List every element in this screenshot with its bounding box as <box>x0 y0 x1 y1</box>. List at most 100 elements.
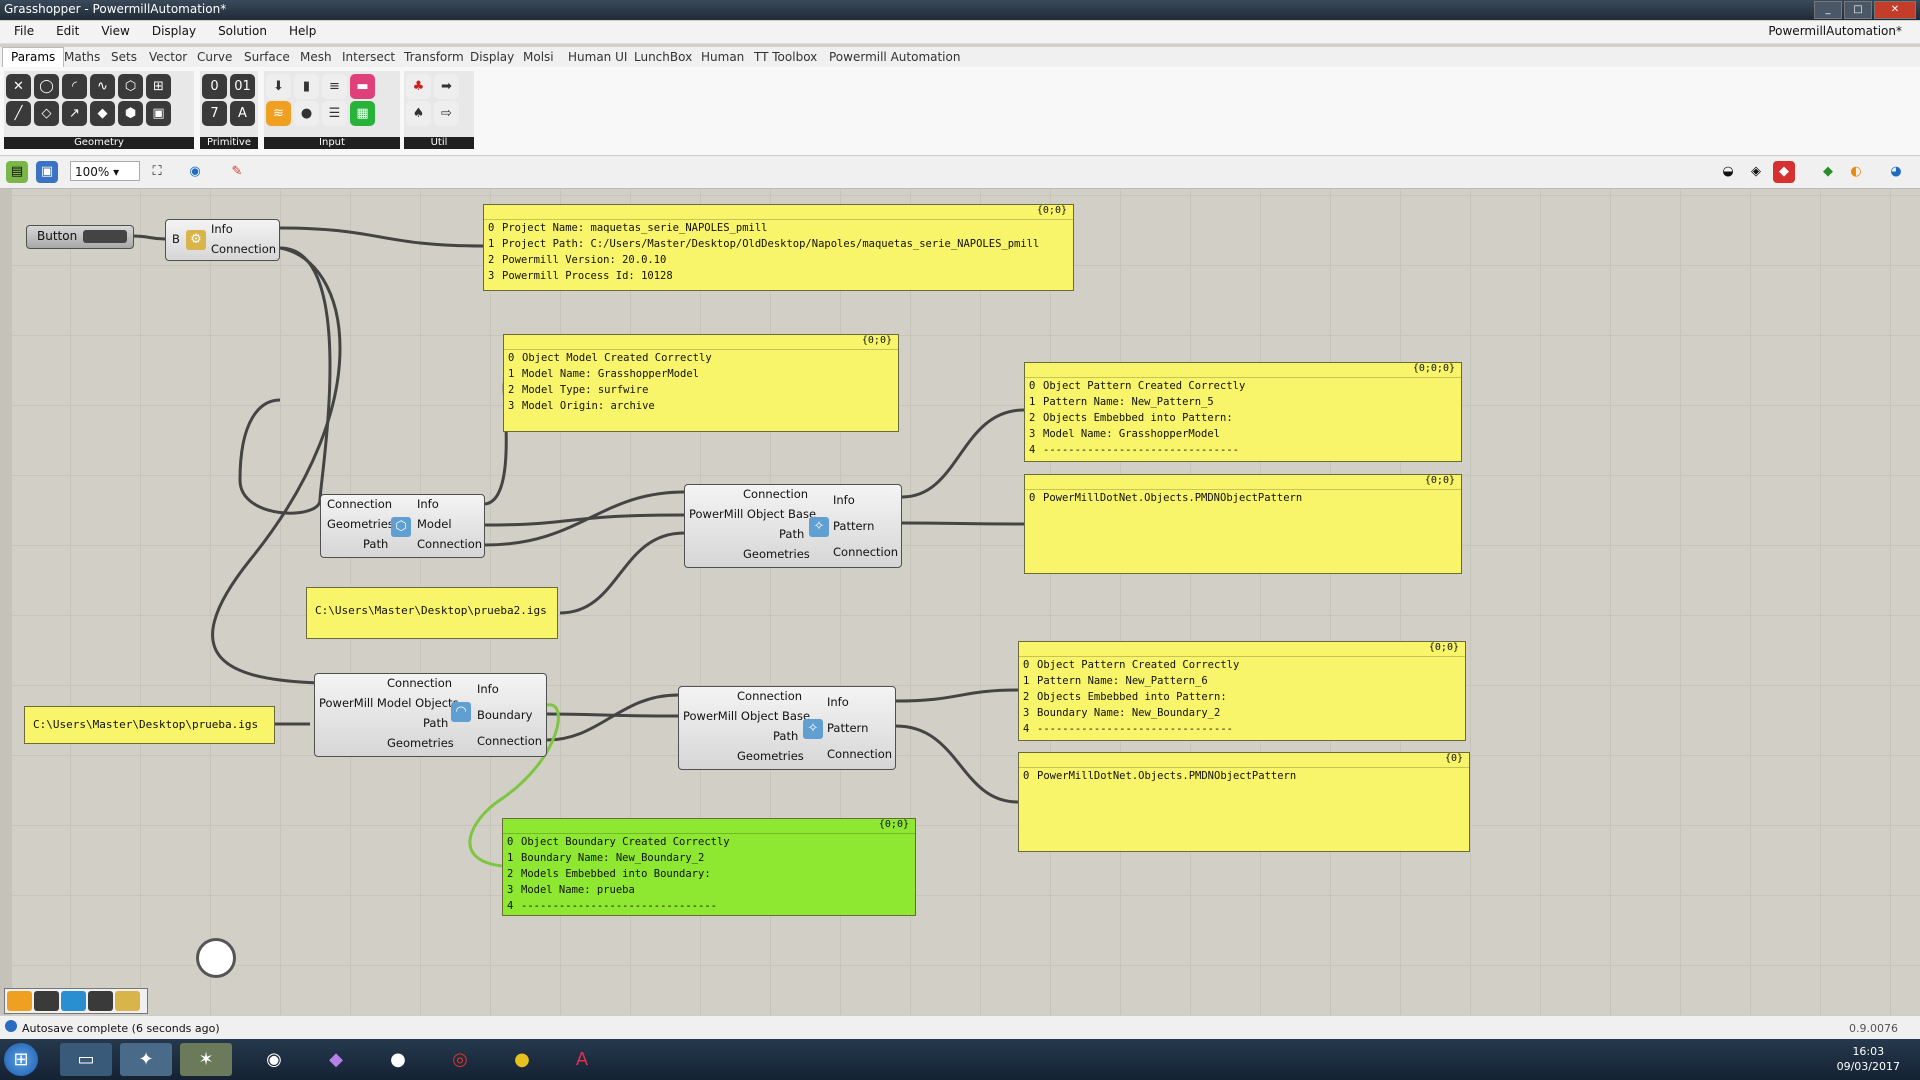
hs-icon[interactable]: ● <box>514 1049 530 1070</box>
material-icon[interactable]: ◐ <box>1850 164 1862 179</box>
preview-mode-icon[interactable]: ◒ <box>1722 164 1734 179</box>
graph-icon[interactable] <box>7 991 32 1011</box>
powermill-icon[interactable]: ◉ <box>266 1049 282 1070</box>
import-icon[interactable]: ⬇ <box>266 74 291 99</box>
output-info[interactable]: Info <box>833 493 855 507</box>
document-name[interactable]: PowermillAutomation* <box>1768 24 1902 38</box>
system-clock[interactable]: 16:03 09/03/2017 <box>1837 1044 1900 1074</box>
tab-transform[interactable]: Transform <box>404 50 464 64</box>
input-geometries[interactable]: Geometries <box>327 517 394 531</box>
brep-param-icon[interactable]: ⬢ <box>118 101 143 126</box>
output-connection[interactable]: Connection <box>211 242 277 256</box>
wireframe-icon[interactable]: ◈ <box>1751 164 1761 179</box>
tab-maths[interactable]: Maths <box>64 50 101 64</box>
mesh-param-icon[interactable]: ⊞ <box>146 74 171 99</box>
visual-studio-icon[interactable]: ◆ <box>329 1049 343 1070</box>
arrow-outline-icon[interactable]: ⇨ <box>434 101 459 126</box>
input-object-base[interactable]: PowerMill Object Base <box>683 709 811 723</box>
display-options-icon[interactable]: ◕ <box>1890 164 1902 179</box>
value-list-icon[interactable]: ☰ <box>322 101 347 126</box>
explorer-icon[interactable]: ▭ <box>60 1043 112 1076</box>
zoom-extents-icon[interactable]: ⛶ <box>152 164 162 179</box>
preview-eye-icon[interactable]: ◉ <box>189 164 201 179</box>
input-path[interactable]: Path <box>773 729 799 743</box>
tab-surface[interactable]: Surface <box>244 50 290 64</box>
button-component[interactable]: Button <box>26 225 134 249</box>
shapes-icon[interactable] <box>61 991 86 1011</box>
menu-solution[interactable]: Solution <box>218 24 267 38</box>
vector-param-icon[interactable]: ↗ <box>62 101 87 126</box>
start-button-icon[interactable]: ⊞ <box>4 1043 38 1076</box>
output-boundary[interactable]: Boundary <box>477 708 533 722</box>
tab-params[interactable]: Params <box>2 47 65 68</box>
grasshopper-icon[interactable]: ✶ <box>180 1043 232 1076</box>
create-pattern-component-1[interactable]: Connection PowerMill Object Base Path Ge… <box>684 484 902 568</box>
menu-view[interactable]: View <box>101 24 130 38</box>
input-geometries[interactable]: Geometries <box>387 736 454 750</box>
input-connection[interactable]: Connection <box>743 487 809 501</box>
output-connection[interactable]: Connection <box>477 734 543 748</box>
create-model-component[interactable]: Connection Geometries Path ⬡ Info Model … <box>320 494 485 558</box>
tab-vector[interactable]: Vector <box>149 50 188 64</box>
close-button[interactable]: ✕ <box>1874 1 1916 19</box>
input-geometries[interactable]: Geometries <box>737 749 804 763</box>
access-icon[interactable]: A <box>575 1049 589 1070</box>
tab-intersect[interactable]: Intersect <box>342 50 396 64</box>
tab-display[interactable]: Display <box>470 50 515 64</box>
integer-param-icon[interactable]: 7 <box>202 101 227 126</box>
output-model[interactable]: Model <box>417 517 452 531</box>
plane-param-icon[interactable]: ◇ <box>34 101 59 126</box>
arrow-right-icon[interactable]: ➡ <box>434 74 459 99</box>
output-info[interactable]: Info <box>417 497 439 511</box>
shaded-icon[interactable]: ◆ <box>1773 161 1795 183</box>
matrix-icon[interactable]: ▦ <box>350 101 375 126</box>
input-connection[interactable]: Connection <box>327 497 393 511</box>
github-icon[interactable]: ● <box>390 1049 406 1070</box>
selected-only-icon[interactable]: ◆ <box>1823 164 1833 179</box>
graph-mapper-icon[interactable]: ≋ <box>266 101 291 126</box>
slider-icon[interactable]: ≡ <box>322 74 347 99</box>
toggle-icon[interactable]: ▮ <box>294 74 319 99</box>
output-pattern[interactable]: Pattern <box>833 519 875 533</box>
opera-icon[interactable]: ◎ <box>452 1049 468 1070</box>
menu-edit[interactable]: Edit <box>56 24 80 38</box>
tree-icon[interactable]: ♠ <box>406 101 431 126</box>
sketch-icon[interactable]: ✎ <box>231 164 243 179</box>
input-path[interactable]: Path <box>779 527 805 541</box>
save-icon[interactable]: ▣ <box>36 161 58 183</box>
path-panel-prueba[interactable]: C:\Users\Master\Desktop\prueba.igs <box>24 706 275 744</box>
input-path[interactable]: Path <box>363 537 389 551</box>
rhino-icon[interactable]: ✦ <box>120 1043 172 1076</box>
maximize-button[interactable]: □ <box>1844 1 1872 19</box>
minimize-button[interactable]: _ <box>1814 1 1842 19</box>
zoom-select[interactable]: 100% ▾ <box>70 161 140 181</box>
tab-molsi[interactable]: Molsi <box>523 50 554 64</box>
cherry-icon[interactable]: ♣ <box>406 74 431 99</box>
number-param-icon[interactable]: 0 <box>202 74 227 99</box>
tab-human[interactable]: Human <box>701 50 745 64</box>
output-pattern[interactable]: Pattern <box>827 721 869 735</box>
component-icon[interactable] <box>115 991 140 1011</box>
menu-help[interactable]: Help <box>288 24 317 38</box>
open-icon[interactable]: ▤ <box>6 161 28 183</box>
target-icon[interactable] <box>88 991 113 1011</box>
panel-icon[interactable] <box>34 991 59 1011</box>
output-info[interactable]: Info <box>477 682 499 696</box>
output-connection[interactable]: Connection <box>417 537 483 551</box>
geometry-param-icon[interactable]: ▣ <box>146 101 171 126</box>
button-icon[interactable]: ● <box>294 101 319 126</box>
circle-param-icon[interactable]: ◯ <box>34 74 59 99</box>
tab-curve[interactable]: Curve <box>197 50 233 64</box>
tab-mesh[interactable]: Mesh <box>300 50 332 64</box>
output-info[interactable]: Info <box>211 222 233 236</box>
line-param-icon[interactable]: ╱ <box>6 101 31 126</box>
input-geometries[interactable]: Geometries <box>743 547 810 561</box>
input-b[interactable]: B <box>172 232 180 246</box>
output-info[interactable]: Info <box>827 695 849 709</box>
